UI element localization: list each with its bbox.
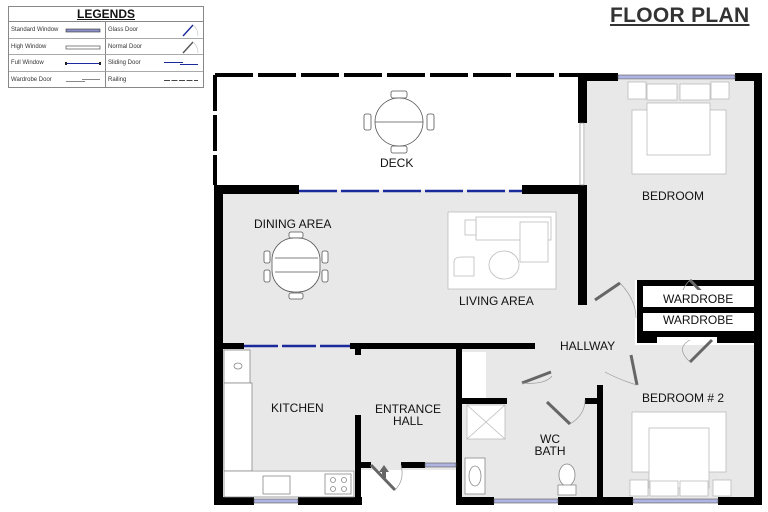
wardrobe-door-icon	[66, 78, 100, 82]
room-label-wc-bath: WC BATH	[534, 432, 566, 458]
entrance-arrow-icon	[379, 465, 389, 478]
bath-furniture	[462, 352, 577, 496]
full-window-icon	[65, 62, 101, 65]
dining-table	[263, 231, 329, 300]
legend-item-full-window: Full Window	[9, 55, 106, 72]
room-label-bedroom-2: BEDROOM # 2	[642, 391, 725, 405]
kitchen-furniture	[223, 349, 355, 498]
railing-icon	[164, 79, 198, 81]
standard-windows	[253, 74, 736, 504]
legend-item-wardrobe-door: Wardrobe Door	[9, 71, 106, 88]
high-window	[579, 122, 585, 186]
bedroom-furniture	[627, 81, 730, 175]
room-label-bedroom: BEDROOM	[642, 189, 705, 203]
sliding-door-icon	[164, 62, 198, 65]
room-label-dining-area: DINING AREA	[254, 217, 332, 231]
room-label-wardrobe-1: WARDROBE	[663, 292, 734, 306]
standard-window-icon	[65, 28, 101, 33]
walls	[214, 73, 762, 505]
high-window-icon	[65, 45, 101, 49]
room-label-living-area: LIVING AREA	[459, 294, 534, 308]
wardrobes	[643, 290, 754, 329]
legend-item-railing: Railing	[106, 72, 203, 89]
legend-title: LEGENDS	[9, 7, 203, 22]
windows	[244, 189, 522, 348]
deck-railing	[213, 73, 580, 185]
legend-box: LEGENDS Standard Window Glass Door High …	[8, 6, 204, 88]
legend-item-sliding-door: Sliding Door	[106, 55, 203, 72]
room-label-hallway: HALLWAY	[560, 339, 616, 353]
room-label-wardrobe-2: WARDROBE	[663, 313, 734, 327]
legend-item-glass-door: Glass Door	[106, 22, 203, 39]
legend-grid: Standard Window Glass Door High Window N…	[9, 22, 203, 88]
deck-table	[363, 90, 435, 154]
legend-item-standard-window: Standard Window	[9, 22, 106, 39]
living-furniture	[447, 211, 557, 290]
bedroom2-furniture	[629, 411, 732, 497]
glass-door-icon	[182, 24, 199, 37]
door-swings	[394, 279, 691, 491]
room-label-deck: DECK	[380, 156, 414, 170]
room-label-kitchen: KITCHEN	[271, 401, 324, 415]
legend-item-normal-door: Normal Door	[106, 39, 203, 55]
normal-door-icon	[182, 41, 199, 53]
page-title: FLOOR PLAN	[610, 4, 750, 27]
room-label-entrance-hall: ENTRANCE HALL	[374, 402, 441, 428]
legend-item-high-window: High Window	[9, 38, 106, 55]
